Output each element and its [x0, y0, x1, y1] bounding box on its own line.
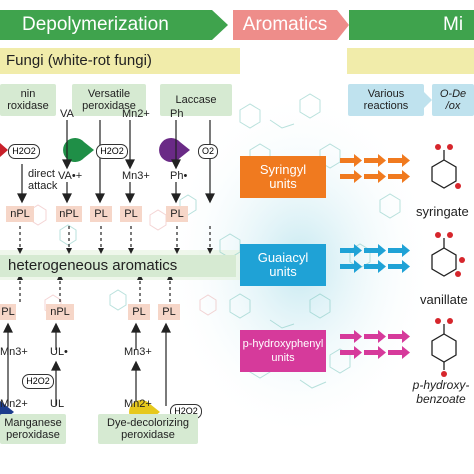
heterogeneous-aromatics-label: heterogeneous aromatics — [8, 257, 178, 274]
mn2-bottom-label: Mn2+ — [0, 398, 28, 410]
manganese-peroxidase-box: Manganese peroxidase — [0, 414, 66, 444]
va-radical-label: VA•+ — [58, 170, 83, 182]
vanillate-ring-icon — [431, 247, 457, 277]
mineralization-title: Mi — [443, 14, 464, 35]
mn2-top-label: Mn2+ — [122, 108, 150, 120]
p-hydroxyphenyl-arrows — [340, 330, 410, 359]
pl-bottom-chip-2: PL — [128, 304, 150, 320]
dotted-arrows — [17, 226, 213, 302]
syringate-ring-icon — [431, 159, 457, 189]
pl-chip-1: PL — [90, 206, 112, 222]
va-label: VA — [60, 108, 74, 120]
fungi-label: Fungi (white-rot fungi) — [6, 52, 152, 69]
conversion-arrows — [340, 154, 410, 359]
depolymerization-arrowhead — [212, 10, 228, 40]
various-reactions-arrowhead — [424, 92, 432, 108]
p-hydroxyphenyl-units-box: p-hydroxyphenyl units — [240, 330, 326, 372]
guaiacyl-units-box: Guaiacyl units — [240, 244, 326, 286]
pl-bottom-chip-3: PL — [158, 304, 180, 320]
bottom-enzyme-icons — [0, 322, 171, 420]
laccase-enzyme-icon — [159, 138, 190, 162]
h2o2-oval-c: H2O2 — [22, 374, 54, 389]
vanillate-label: vanillate — [420, 292, 468, 307]
product-structures — [431, 144, 465, 377]
syringate-label: syringate — [416, 204, 469, 219]
ul-label: UL — [50, 398, 65, 410]
fungi-bar: Fungi (white-rot fungi) — [0, 48, 240, 74]
pl-bottom-chip-1: PL — [0, 304, 16, 320]
aromatics-title: Aromatics — [242, 14, 328, 35]
syringyl-arrows — [340, 154, 410, 183]
mn3-bottom-label-b: Mn3+ — [124, 346, 152, 358]
p-hydroxybenzoate-ring-icon — [431, 333, 457, 363]
h2o2-oval-a: H2O2 — [8, 144, 40, 159]
depolymerization-title: Depolymerization — [22, 14, 169, 35]
versatile-peroxidase-enzyme-icon — [63, 138, 94, 162]
aromatics-arrowhead — [337, 10, 349, 40]
p-hydroxybenzoate-label: p-hydroxy- benzoate — [412, 378, 470, 406]
laccase-box: Laccase — [160, 84, 232, 116]
npl-chip-1: nPL — [6, 206, 34, 222]
pl-chip-3: PL — [166, 206, 188, 222]
mineralization-banner: Mi — [349, 10, 474, 40]
direct-attack-label: direct attack — [28, 168, 58, 192]
depolymerization-banner: Depolymerization — [0, 10, 212, 40]
heterogeneous-aromatics-band: heterogeneous aromatics — [0, 255, 236, 277]
h2o2-oval-b: H2O2 — [96, 144, 128, 159]
mn3-top-label: Mn3+ — [122, 170, 150, 182]
ul-radical-label: UL• — [50, 346, 68, 358]
aromatics-banner: Aromatics — [233, 10, 337, 40]
o-demethylation-box: O-De /ox — [432, 84, 474, 116]
mn3-bottom-label: Mn3+ — [0, 346, 28, 358]
mn2-bottom-label-b: Mn2+ — [124, 398, 152, 410]
npl-bottom-chip: nPL — [46, 304, 74, 320]
dye-decolorizing-peroxidase-box: Dye-decolorizing peroxidase — [98, 414, 198, 444]
pl-chip-2: PL — [120, 206, 142, 222]
guaiacyl-arrows — [340, 244, 410, 273]
fungi-bar-right — [347, 48, 474, 74]
versatile-peroxidase-box: Versatile peroxidase — [72, 84, 146, 116]
ph-radical-label: Ph• — [170, 170, 188, 182]
o2-oval: O2 — [198, 144, 218, 159]
top-enzyme-icons — [0, 120, 215, 204]
npl-chip-2: nPL — [56, 206, 82, 222]
lignin-peroxidase-enzyme-icon — [0, 143, 8, 157]
various-reactions-box: Various reactions — [348, 84, 424, 116]
ph-label: Ph — [170, 108, 184, 120]
lignin-peroxidase-box: nin roxidase — [0, 84, 56, 116]
syringyl-units-box: Syringyl units — [240, 156, 326, 198]
